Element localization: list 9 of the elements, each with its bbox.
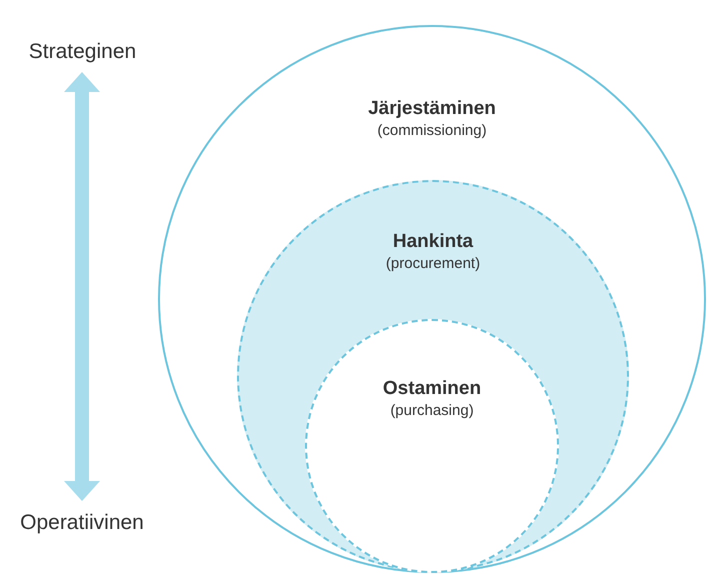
circle-title: Ostaminen: [382, 377, 482, 401]
circle-subtitle: (procurement): [386, 254, 480, 274]
circle-title: Järjestäminen: [368, 97, 496, 121]
circle-subtitle: (purchasing): [390, 401, 474, 421]
circle-title: Hankinta: [392, 230, 474, 254]
axis-label: Strateginen: [10, 38, 155, 66]
double-arrow: [64, 72, 100, 501]
axis-label: Operatiivinen: [0, 509, 164, 537]
circle-subtitle: (commissioning): [377, 121, 487, 141]
